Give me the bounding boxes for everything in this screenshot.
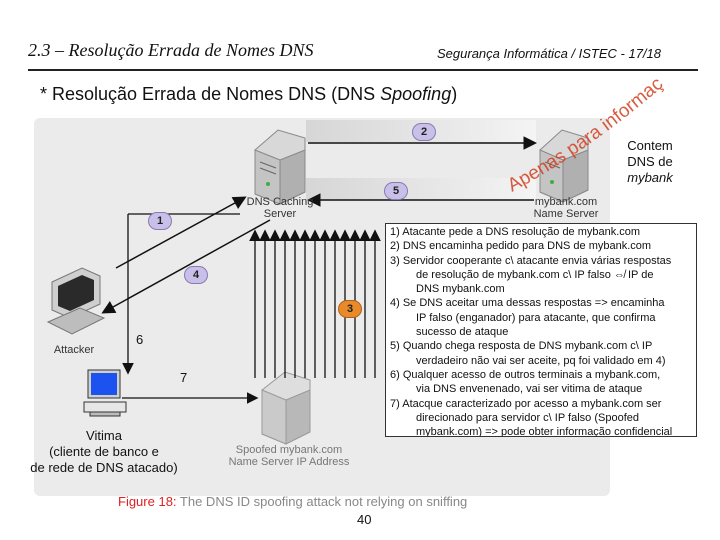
dns-caching-label-line2: Server bbox=[263, 208, 297, 220]
name-server-icon bbox=[539, 129, 589, 203]
side-note-line3: mybank bbox=[627, 170, 673, 185]
step-badge-2: 2 bbox=[412, 123, 436, 141]
subtitle-suffix: ) bbox=[451, 84, 458, 104]
side-note-line2: DNS de bbox=[627, 154, 673, 169]
victim-label: Vitima (cliente de banco e de rede de DN… bbox=[20, 428, 188, 476]
header-rule bbox=[28, 69, 698, 71]
step-text: verdadeiro não vai ser aceite, pq foi va… bbox=[416, 354, 666, 367]
figure-caption: Figure 18: The DNS ID spoofing attack no… bbox=[118, 494, 467, 509]
attacker-computer-icon bbox=[46, 267, 106, 335]
step-text: 4) Se DNS aceitar uma dessas respostas =… bbox=[390, 297, 665, 310]
step-text: direcionado para servidor c\ IP falso (S… bbox=[416, 411, 639, 424]
dns-caching-server-icon bbox=[254, 129, 306, 205]
step-text: 1) Atacante pede a DNS resolução de myba… bbox=[390, 226, 641, 238]
name-server-label-line1: mybank.com bbox=[534, 196, 598, 208]
step-text: 6) Qualquer acesso de outros terminais a… bbox=[390, 368, 661, 381]
step-text: IP falso (enganador) para atacante, que … bbox=[416, 311, 656, 324]
figure-text: The DNS ID spoofing attack not relying o… bbox=[176, 494, 468, 509]
name-server-label: mybank.com Name Server bbox=[524, 196, 608, 220]
victim-label-line2: (cliente de banco e bbox=[49, 444, 159, 459]
steps-box: 1) Atacante pede a DNS resolução de myba… bbox=[385, 223, 697, 437]
step-badge-4: 4 bbox=[184, 266, 208, 284]
victim-computer-icon bbox=[83, 369, 127, 417]
victim-label-line1: Vitima bbox=[86, 428, 122, 443]
step-text: de resolução de mybank.com c\ IP falso ⇎… bbox=[416, 268, 654, 281]
arrow-4 bbox=[101, 219, 271, 314]
step-text: 3) Servidor cooperante c\ atacante envia… bbox=[390, 254, 672, 267]
step-text: DNS mybank.com bbox=[416, 283, 505, 296]
attacker-label: Attacker bbox=[53, 344, 95, 356]
slide-subtitle: * Resolução Errada de Nomes DNS (DNS Spo… bbox=[40, 84, 457, 105]
spoofed-label-line1: Spoofed mybank.com bbox=[235, 444, 343, 456]
name-server-label-line2: Name Server bbox=[533, 208, 599, 220]
side-note: Contem DNS de mybank bbox=[620, 138, 680, 186]
spoofed-server-label: Spoofed mybank.com Name Server IP Addres… bbox=[214, 444, 364, 468]
subtitle-prefix: * Resolução Errada de Nomes DNS (DNS bbox=[40, 84, 381, 104]
step-text: via DNS envenenado, vai ser vitima de at… bbox=[416, 383, 643, 396]
step-badge-1: 1 bbox=[148, 212, 172, 230]
step-text: 7) Atacque caracterizado por acesso a my… bbox=[390, 397, 662, 410]
dns-caching-label: DNS Caching Server bbox=[240, 196, 320, 220]
step-badge-5: 5 bbox=[384, 182, 408, 200]
step-text: 5) Quando chega resposta de DNS mybank.c… bbox=[390, 340, 653, 353]
figure-number: Figure 18: bbox=[118, 494, 177, 509]
step-text: mybank.com) => pode obter informação con… bbox=[416, 426, 673, 437]
slide-meta: Segurança Informática / ISTEC - 17/18 bbox=[437, 46, 661, 61]
label-6: 6 bbox=[136, 332, 144, 347]
slide-title: 2.3 – Resolução Errada de Nomes DNS bbox=[28, 40, 314, 60]
spoofed-label-line2: Name Server IP Address bbox=[228, 456, 350, 468]
victim-label-line3: de rede de DNS atacado) bbox=[30, 460, 178, 475]
step-text: sucesso de ataque bbox=[416, 326, 509, 339]
step-text: 2) DNS encaminha pedido para DNS de myba… bbox=[390, 240, 652, 253]
subtitle-italic: Spoofing bbox=[380, 84, 452, 104]
spoofed-server-icon bbox=[261, 371, 311, 445]
dns-caching-label-line1: DNS Caching bbox=[246, 196, 314, 208]
label-7: 7 bbox=[180, 370, 188, 385]
side-note-line1: Contem bbox=[627, 138, 673, 153]
step-badge-3: 3 bbox=[338, 300, 362, 318]
page-number: 40 bbox=[357, 512, 372, 527]
arrow-band-5 bbox=[306, 178, 536, 200]
arrow-1 bbox=[115, 196, 247, 269]
